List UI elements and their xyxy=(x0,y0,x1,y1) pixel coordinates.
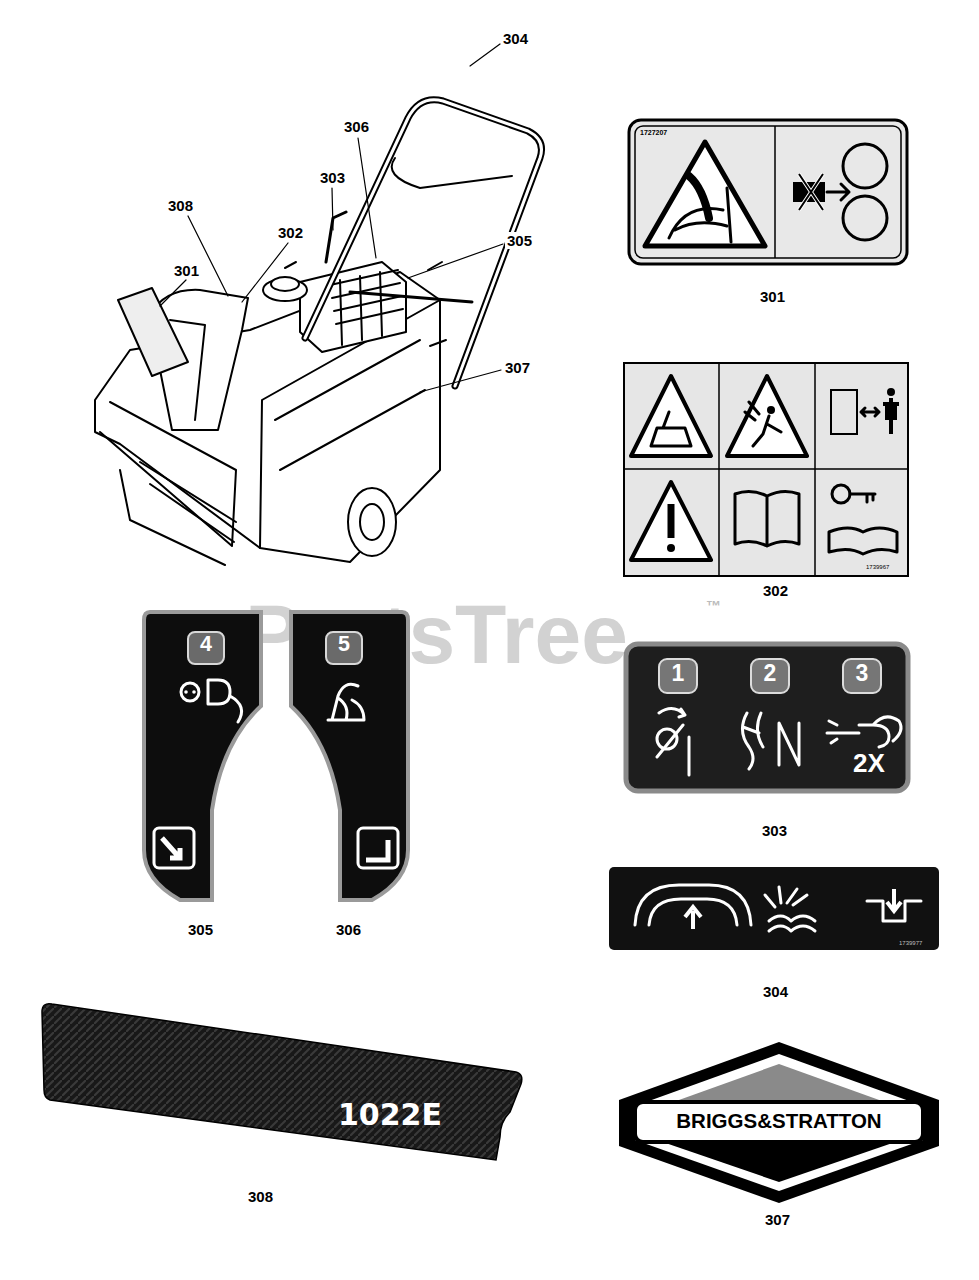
warning-decal: 1727207 xyxy=(627,118,909,266)
handle-decal: 1739977 xyxy=(609,867,939,950)
model-decal: 1022E xyxy=(38,1000,523,1165)
callout-number: 303 xyxy=(760,822,789,839)
callout-number: 306 xyxy=(342,118,371,135)
brand-badge: BRIGGS&STRATTON xyxy=(617,1040,941,1205)
decal-artwork xyxy=(627,118,909,266)
callout-number: 302 xyxy=(761,582,790,599)
decal-text: 2 xyxy=(751,661,789,686)
decal-text: 1727207 xyxy=(640,129,667,137)
callout-number: 302 xyxy=(276,224,305,241)
callout-number: 303 xyxy=(318,169,347,186)
decal-text: 4 xyxy=(188,633,224,657)
callout-number: 306 xyxy=(334,921,363,938)
callout-number: 304 xyxy=(761,983,790,1000)
callout-number: 308 xyxy=(246,1188,275,1205)
decal-text: 1022E xyxy=(338,1098,442,1131)
decal-artwork xyxy=(623,362,909,577)
callout-number: 304 xyxy=(501,30,530,47)
decal-artwork xyxy=(288,610,412,902)
control-decal-left: 4 xyxy=(140,610,264,902)
callout-number: 305 xyxy=(186,921,215,938)
callout-number: 307 xyxy=(503,359,532,376)
callout-number: 305 xyxy=(505,232,534,249)
decal-text: 1739977 xyxy=(899,940,922,947)
decal-text: 3 xyxy=(843,661,881,686)
decal-artwork xyxy=(38,1000,523,1165)
decal-text: BRIGGS&STRATTON xyxy=(635,1110,923,1133)
decal-text: 1739967 xyxy=(866,564,889,571)
decal-text: 2X xyxy=(853,749,885,778)
start-decal: 1 2 3 2X xyxy=(623,641,911,794)
callout-number: 308 xyxy=(166,197,195,214)
decal-text: 1 xyxy=(659,661,697,686)
decal-artwork xyxy=(609,867,939,950)
control-decal-right: 5 xyxy=(288,610,412,902)
watermark: ™ xyxy=(706,598,721,613)
safety-decal: 1739967 xyxy=(623,362,909,577)
decal-text: 5 xyxy=(326,633,362,657)
callout-number: 307 xyxy=(763,1211,792,1228)
callout-number: 301 xyxy=(758,288,787,305)
callout-number: 301 xyxy=(172,262,201,279)
